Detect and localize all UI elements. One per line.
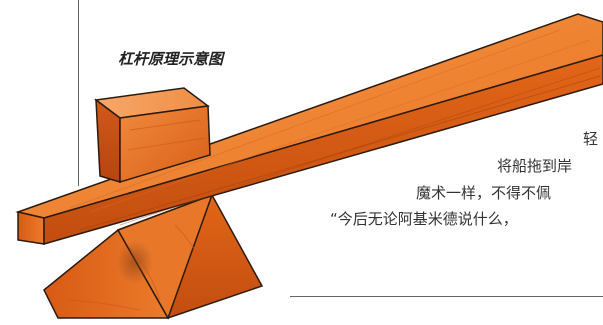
text-line-2: 将船拖到岸 [497, 157, 573, 175]
horizontal-rule [290, 296, 603, 297]
vertical-rule [78, 0, 79, 186]
load-block [94, 87, 211, 184]
text-line-4: “今后无论阿基米德说什么， [330, 210, 518, 228]
fulcrum-prism [43, 193, 264, 320]
figure-caption: 杠杆原理示意图 [118, 50, 224, 68]
text-line-1: 轻 [583, 130, 599, 148]
text-line-3: 魔术一样，不得不佩 [416, 184, 552, 202]
